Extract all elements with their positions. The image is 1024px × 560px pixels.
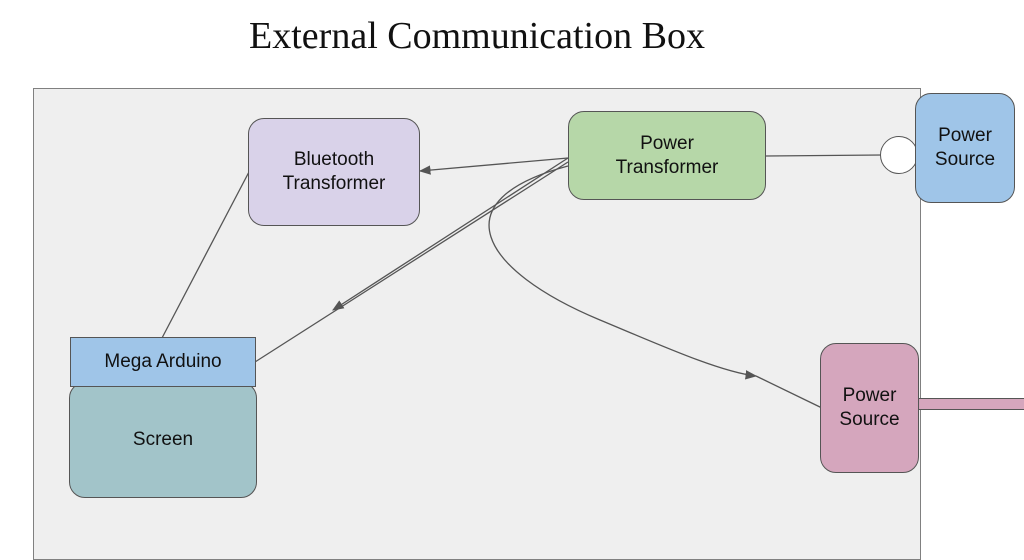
wire-transformer-to-power-source-bottom bbox=[488, 165, 758, 380]
connection-lines bbox=[161, 154, 883, 409]
wire-transformer-to-arduino-upper bbox=[332, 157, 569, 311]
diagram-title: External Communication Box bbox=[249, 15, 705, 57]
power-source-bottom-node[interactable]: Power Source bbox=[820, 343, 919, 473]
power-source-top-node[interactable]: Power Source bbox=[915, 93, 1015, 203]
power-connector-circle bbox=[880, 136, 918, 174]
wire-power-source-bottom-tail bbox=[755, 375, 823, 409]
wire-transformer-to-bluetooth bbox=[418, 157, 569, 175]
mega-arduino-node[interactable]: Mega Arduino bbox=[70, 337, 256, 387]
power-transformer-node[interactable]: Power Transformer bbox=[568, 111, 766, 200]
power-cable bbox=[918, 398, 1024, 410]
screen-node[interactable]: Screen bbox=[69, 382, 257, 498]
wire-transformer-to-arduino-lower bbox=[254, 161, 569, 363]
wire-bluetooth-to-arduino bbox=[161, 169, 251, 339]
wire-transformer-to-connector bbox=[765, 154, 883, 157]
bluetooth-transformer-node[interactable]: Bluetooth Transformer bbox=[248, 118, 420, 226]
